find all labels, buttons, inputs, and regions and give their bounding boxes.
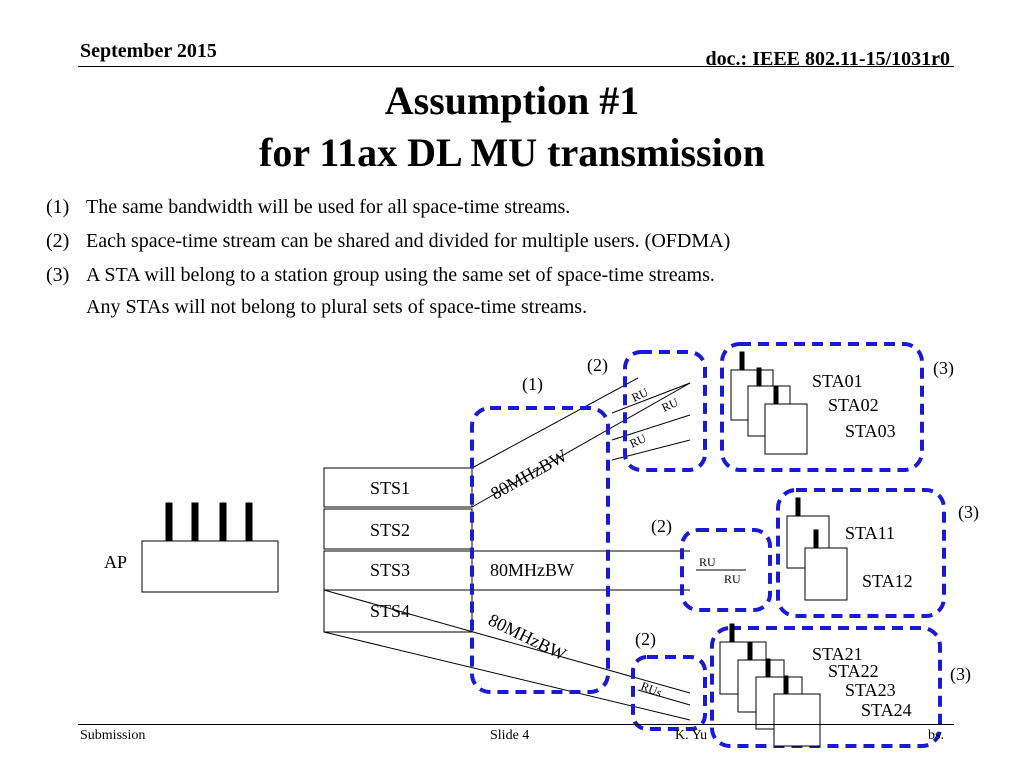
ru-label: RU [699, 555, 716, 569]
sta-group-box-3 [710, 626, 942, 748]
antenna-icon [191, 502, 199, 542]
bullet-1: (1) The same bandwidth will be used for … [46, 190, 976, 224]
bullet-number: (2) [46, 230, 70, 252]
footer-submission: Submission [80, 728, 146, 743]
antenna-icon [245, 502, 253, 542]
sta-device [804, 547, 848, 601]
ru-group-box-middle [680, 528, 772, 612]
sts4-label: STS4 [370, 601, 410, 621]
ru-label: RU [659, 395, 680, 415]
sts1-label: STS1 [370, 478, 410, 498]
header-date: September 2015 [80, 40, 217, 62]
header-doc-id: doc.: IEEE 802.11-15/1031r0 [705, 48, 950, 70]
stream-line [637, 689, 691, 706]
bandwidth-group-box [470, 406, 610, 694]
title-line-2: for 11ax DL MU transmission [259, 130, 765, 175]
stream-line [611, 382, 691, 414]
antenna-icon [729, 623, 735, 643]
sta23-label: STA23 [845, 680, 896, 700]
label-3-group2: (3) [958, 502, 979, 523]
label-2-top: (2) [587, 355, 608, 376]
sta-device [773, 693, 821, 747]
label-2-bottom: (2) [635, 629, 656, 650]
bullet-text: Each space-time stream can be shared and… [86, 230, 731, 252]
bullet-3: (3) A STA will belong to a station group… [46, 258, 976, 322]
title-line-1: Assumption #1 [384, 78, 640, 123]
ap-box [141, 540, 279, 593]
slide-title: Assumption #1 for 11ax DL MU transmissio… [0, 75, 1024, 179]
sta03-label: STA03 [845, 421, 896, 441]
antenna-icon [165, 502, 173, 542]
antenna-icon [747, 641, 753, 661]
ru-group-box-bottom [631, 655, 707, 731]
antenna-icon [219, 502, 227, 542]
bullet-text: A STA will belong to a station group usi… [86, 264, 715, 286]
sta22-label: STA22 [828, 661, 879, 681]
sta11-label: STA11 [845, 523, 895, 543]
sts2-block [323, 508, 473, 550]
antenna-icon [783, 675, 789, 695]
label-1: (1) [522, 374, 543, 395]
ru-label: RU [629, 385, 650, 405]
footer-slide-number: Slide 4 [490, 728, 530, 743]
sts2-label: STS2 [370, 520, 410, 540]
bandwidth-label-middle: 80MHzBW [490, 560, 574, 580]
antenna-icon [773, 385, 779, 405]
bullet-list: (1) The same bandwidth will be used for … [46, 190, 976, 322]
bullet-text: The same bandwidth will be used for all … [86, 196, 571, 218]
ru-group-box-top [623, 350, 707, 472]
stream-line [323, 631, 691, 721]
bullet-2: (2) Each space-time stream can be shared… [46, 224, 976, 258]
sta02-label: STA02 [828, 395, 879, 415]
stream-line [471, 377, 639, 469]
sta01-label: STA01 [812, 371, 863, 391]
ru-label: RU [724, 572, 741, 586]
sta21-label: STA21 [812, 644, 863, 664]
sta-group-box-1 [720, 342, 924, 472]
footer-author: K. Yu [675, 728, 708, 743]
sts3-label: STS3 [370, 560, 410, 580]
sta-device [764, 403, 808, 455]
ap-label: AP [104, 552, 127, 572]
bullet-number: (1) [46, 196, 70, 218]
bullet-text-continued: Any STAs will not belong to plural sets … [86, 296, 588, 318]
footer-author-tail: bs. [928, 728, 944, 743]
antenna-icon [739, 351, 745, 371]
antenna-icon [765, 658, 771, 678]
bandwidth-label-top: 80MHzBW [487, 445, 570, 503]
label-2-middle: (2) [651, 516, 672, 537]
sta24-label: STA24 [861, 700, 912, 720]
sts1-block [323, 467, 473, 508]
antenna-icon [795, 497, 801, 517]
header-rule [78, 66, 954, 67]
sta12-label: STA12 [862, 571, 913, 591]
bandwidth-label-bottom: 80MHzBW [485, 610, 569, 665]
label-3-group1: (3) [933, 358, 954, 379]
stream-line [323, 589, 691, 694]
ru-label: RU [627, 431, 648, 451]
antenna-icon [813, 529, 819, 549]
bullet-number: (3) [46, 264, 70, 286]
footer-rule [78, 724, 954, 725]
antenna-icon [756, 367, 762, 387]
sta-group-box-2 [776, 488, 946, 618]
label-3-group3: (3) [950, 664, 971, 685]
stream-line [471, 382, 691, 508]
